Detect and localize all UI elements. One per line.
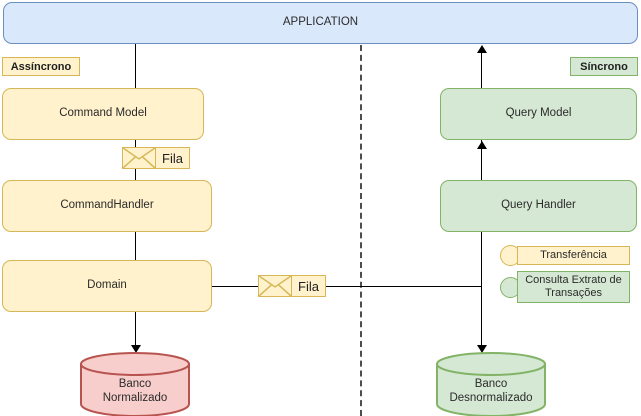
- node-query-model[interactable]: Query Model: [440, 88, 637, 140]
- legend-item-transferencia[interactable]: Transferência: [500, 245, 630, 266]
- legend: Transferência Consulta Extrato de Transa…: [500, 245, 630, 308]
- envelope-icon: [258, 275, 292, 297]
- queue-label-top: Fila: [156, 147, 190, 169]
- connector-domain-to-denormalized-db-horizontal: [212, 286, 481, 287]
- node-command-handler-label: CommandHandler: [60, 199, 154, 212]
- queue-marker-middle[interactable]: Fila: [258, 275, 326, 297]
- sync-tag-label: Síncrono: [580, 60, 628, 73]
- legend-item-consulta-extrato[interactable]: Consulta Extrato de Transações: [500, 271, 630, 304]
- sync-tag: Síncrono: [570, 57, 638, 76]
- node-command-handler[interactable]: CommandHandler: [2, 180, 212, 232]
- application-band: APPLICATION: [3, 2, 638, 44]
- queue-marker-top[interactable]: Fila: [122, 147, 190, 169]
- node-query-handler-label: Query Handler: [501, 199, 576, 212]
- node-command-model-label: Command Model: [59, 107, 147, 120]
- connector-handler-to-domain: [135, 232, 136, 260]
- node-query-model-label: Query Model: [505, 107, 572, 120]
- envelope-icon: [122, 147, 156, 169]
- arrowhead-query-model-to-app: [477, 45, 487, 53]
- arrowhead-query-handler-to-query-model: [477, 141, 487, 149]
- node-query-handler[interactable]: Query Handler: [440, 180, 637, 232]
- database-denormalized[interactable]: Banco Desnormalizado: [436, 352, 546, 416]
- connector-query-side-vertical: [481, 140, 482, 347]
- database-normalized[interactable]: Banco Normalizado: [80, 352, 190, 416]
- node-domain-label: Domain: [87, 279, 127, 292]
- legend-item-transferencia-label: Transferência: [517, 245, 630, 266]
- cqrs-divider: [360, 45, 362, 416]
- async-tag-label: Assíncrono: [10, 60, 72, 73]
- node-domain[interactable]: Domain: [2, 260, 212, 312]
- arrowhead-domain-to-normalized-db: [131, 345, 141, 353]
- connector-app-to-command-model: [135, 44, 136, 88]
- connector-domain-to-normalized-db: [135, 312, 136, 347]
- legend-item-consulta-extrato-label: Consulta Extrato de Transações: [517, 271, 630, 304]
- connector-query-model-to-app: [481, 52, 482, 88]
- async-tag: Assíncrono: [2, 57, 80, 76]
- arrowhead-to-denormalized-db: [477, 345, 487, 353]
- application-band-label: APPLICATION: [282, 16, 359, 29]
- queue-label-middle: Fila: [292, 275, 326, 297]
- node-command-model[interactable]: Command Model: [2, 88, 204, 140]
